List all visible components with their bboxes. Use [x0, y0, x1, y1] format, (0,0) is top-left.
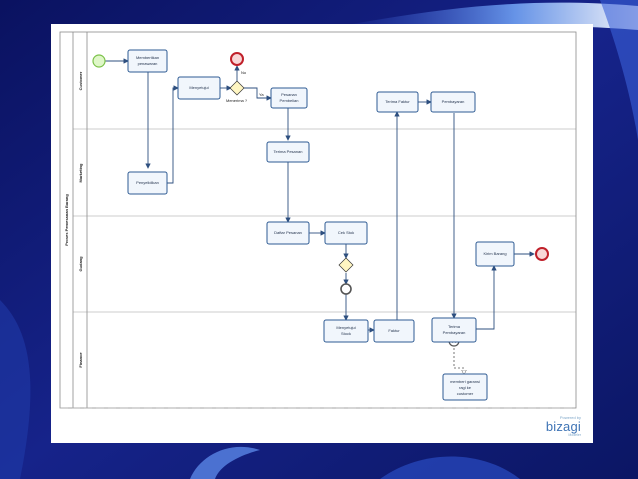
- svg-text:Terima Pesanan: Terima Pesanan: [274, 149, 303, 154]
- logo-brand-text: bizagi: [546, 420, 581, 433]
- task-label-line: Membertikan: [136, 55, 159, 60]
- task-label-line: Pembayaran: [443, 330, 466, 335]
- lane-label-marketing: Marketing: [78, 163, 83, 182]
- svg-text:Cek Stok: Cek Stok: [338, 230, 354, 235]
- lane-label-gudang: Gudang: [78, 256, 83, 272]
- intermediate-event: [341, 284, 351, 294]
- diagram-card: Proses Pemesanan Barang Customer Marketi…: [51, 24, 593, 443]
- task-pembayaran[interactable]: Pembayaran: [431, 92, 475, 112]
- svg-text:Penyelidikan: Penyelidikan: [136, 180, 159, 185]
- task-label-line: Terima Faktur: [385, 99, 410, 104]
- task-label-line: Menyetujui: [336, 325, 355, 330]
- task-label-line: Kirim Barang: [483, 251, 506, 256]
- svg-text:Faktur: Faktur: [388, 328, 400, 333]
- task-penyelidikan[interactable]: Penyelidikan: [128, 172, 167, 194]
- svg-text:Terima Faktur: Terima Faktur: [385, 99, 410, 104]
- svg-text:Pembayaran: Pembayaran: [442, 99, 465, 104]
- bizagi-logo: Powered by bizagi Modeler: [546, 415, 581, 437]
- task-daftar-pesanan[interactable]: Daftar Pesanan: [267, 222, 309, 244]
- task-label-line: Menyetujui: [189, 85, 208, 90]
- task-faktur[interactable]: Faktur: [374, 320, 414, 342]
- pool-frame: [60, 32, 576, 408]
- bpmn-diagram: Proses Pemesanan Barang Customer Marketi…: [51, 24, 593, 443]
- task-terima-faktur[interactable]: Terima Faktur: [377, 92, 418, 112]
- end-event-complete: [536, 248, 548, 260]
- pool-title: Proses Pemesanan Barang: [64, 194, 69, 246]
- task-label-line: Terima Pesanan: [274, 149, 303, 154]
- task-label-line: Terima: [448, 324, 461, 329]
- task-label-line: Stock: [341, 331, 351, 336]
- svg-text:Menyetujui: Menyetujui: [189, 85, 208, 90]
- task-label-line: memberi garansi: [450, 379, 480, 384]
- task-label-line: Faktur: [388, 328, 400, 333]
- task-label-line: customer: [457, 391, 474, 396]
- task-label-line: Pembelian: [280, 98, 299, 103]
- lane-label-finance: Finance: [78, 352, 83, 368]
- task-label-line: Pesanan: [281, 92, 297, 97]
- task-label-line: Pembayaran: [442, 99, 465, 104]
- task-kirim-barang[interactable]: Kirim Barang: [476, 242, 514, 266]
- task-label-line: Penyelidikan: [136, 180, 159, 185]
- task-label-line: penawaran: [138, 61, 158, 66]
- task-menyetujui[interactable]: Menyetujui: [178, 77, 220, 99]
- gateway-question-label: Menerima ?: [226, 98, 248, 103]
- flow-label-no: No: [241, 70, 247, 75]
- end-event-rejected: [231, 53, 243, 65]
- svg-text:Daftar Pesanan: Daftar Pesanan: [274, 230, 302, 235]
- flow-label-yes: Ya: [259, 92, 264, 97]
- svg-text:Kirim Barang: Kirim Barang: [483, 251, 506, 256]
- task-label-line: Daftar Pesanan: [274, 230, 302, 235]
- lane-label-customer: Customer: [78, 71, 83, 90]
- task-label-line: ragi ke: [459, 385, 472, 390]
- task-label-line: Cek Stok: [338, 230, 354, 235]
- task-cek-stok[interactable]: Cek Stok: [325, 222, 367, 244]
- task-terima-pesanan[interactable]: Terima Pesanan: [267, 142, 309, 162]
- start-event: [93, 55, 105, 67]
